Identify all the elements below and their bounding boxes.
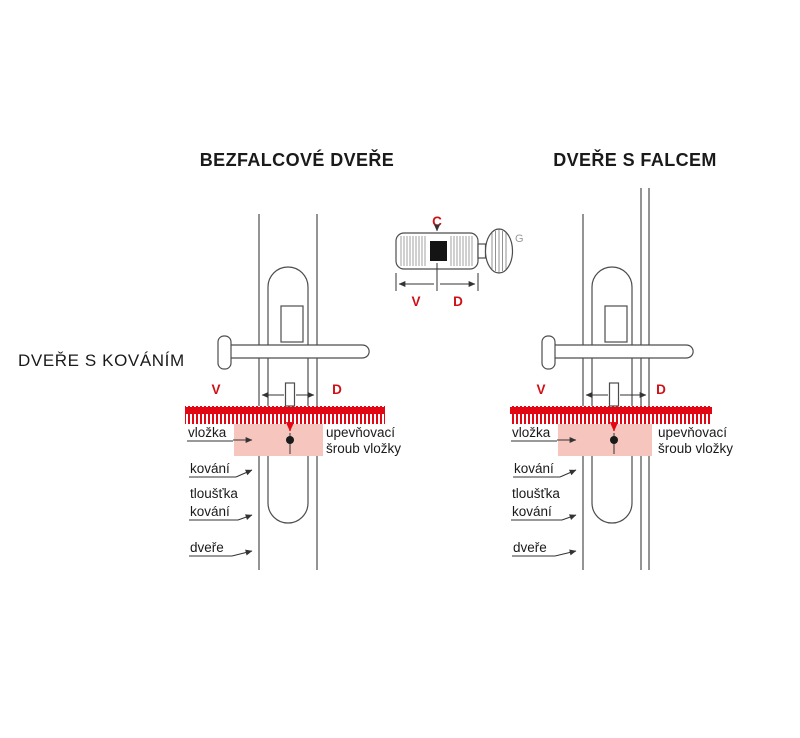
- right-door-diagram: V D vložka upevňovací šroub vložky kován…: [508, 188, 736, 570]
- measure-g-label: G: [515, 233, 524, 245]
- label-sroub-line1: upevňovací: [326, 425, 395, 440]
- measure-ruler: [185, 406, 385, 424]
- cylinder-legend: C V D: [395, 214, 524, 309]
- label-kovani: kování: [190, 461, 230, 476]
- door-handle: [541, 335, 694, 370]
- label-sroub-group: upevňovací šroub vložky: [323, 424, 403, 457]
- lock-case-detail: [604, 305, 628, 343]
- cylinder-keyway: [430, 241, 447, 261]
- label-dvere: dveře: [513, 540, 547, 555]
- label-tloustka-line2: kování: [190, 504, 230, 519]
- label-kovani-group: kování: [189, 461, 253, 478]
- title-dvere-s-kovanim: DVEŘE S KOVÁNÍM: [18, 351, 185, 370]
- title-bezfalcove-dvere: BEZFALCOVÉ DVEŘE: [200, 149, 394, 170]
- door-handle: [217, 335, 370, 370]
- label-sroub-line2: šroub vložky: [658, 441, 733, 456]
- measure-d-label: D: [453, 294, 463, 309]
- label-vlozka-group: vložka: [508, 425, 577, 443]
- measure-v-label: V: [211, 382, 220, 397]
- cylinder-dimension: [395, 263, 479, 291]
- label-tloustka-line1: tloušťka: [512, 486, 560, 501]
- measure-v-label: V: [411, 294, 420, 309]
- fixing-screw: [285, 422, 295, 454]
- door-slab-lines: [582, 188, 650, 570]
- label-tloustka-line2: kování: [512, 504, 552, 519]
- thumbturn-knob: [477, 228, 514, 274]
- label-sroub-group: upevňovací šroub vložky: [654, 424, 736, 457]
- label-sroub-line1: upevňovací: [658, 425, 727, 440]
- label-vlozka-group: vložka: [184, 425, 253, 443]
- title-dvere-s-falcem: DVEŘE S FALCEM: [553, 149, 717, 170]
- label-tloustka-line1: tloušťka: [190, 486, 238, 501]
- door-slab-lines: [258, 214, 318, 570]
- screw-dot: [610, 436, 618, 444]
- label-dvere-group: dveře: [189, 540, 253, 557]
- label-kovani-group: kování: [513, 461, 577, 478]
- label-tloustka-group: tloušťka kování: [511, 486, 577, 521]
- left-door-diagram: V D vložka upevňovací šroub vložky kován…: [184, 214, 403, 570]
- measure-c-label: C: [432, 214, 442, 229]
- cylinder-knurling: [400, 236, 473, 266]
- measure-d-label: D: [656, 382, 666, 397]
- label-vlozka: vložka: [188, 425, 227, 440]
- label-dvere: dveře: [190, 540, 224, 555]
- cylinder-stub: [608, 382, 620, 407]
- label-sroub-line2: šroub vložky: [326, 441, 401, 456]
- measure-v-label: V: [536, 382, 545, 397]
- lock-case-detail: [280, 305, 304, 343]
- handle-knob: [541, 335, 556, 370]
- screw-dot: [286, 436, 294, 444]
- fixing-screw: [609, 422, 619, 454]
- measure-ruler: [510, 406, 712, 424]
- label-dvere-group: dveře: [512, 540, 577, 557]
- label-kovani: kování: [514, 461, 554, 476]
- label-tloustka-group: tloušťka kování: [189, 486, 253, 521]
- handle-knob: [217, 335, 232, 370]
- label-vlozka: vložka: [512, 425, 551, 440]
- measure-d-label: D: [332, 382, 342, 397]
- cylinder-stub: [284, 382, 296, 407]
